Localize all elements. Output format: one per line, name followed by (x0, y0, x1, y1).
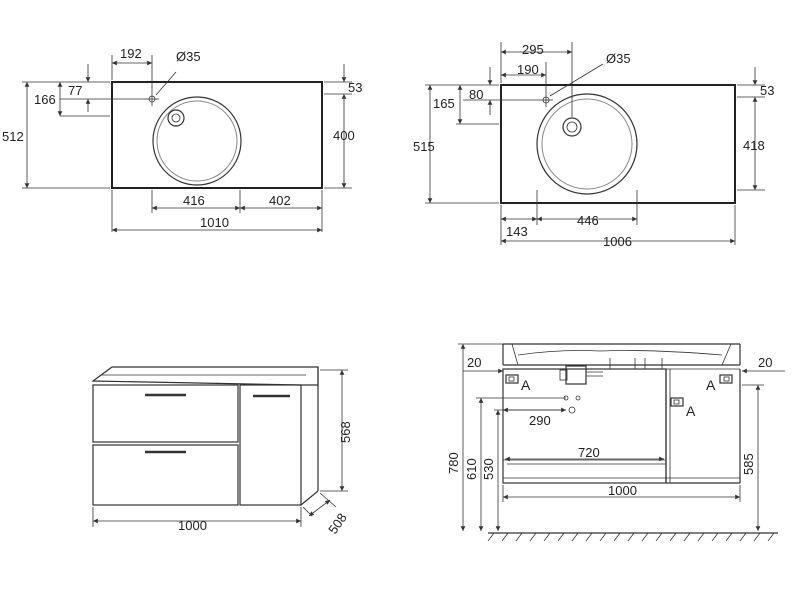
dim-left-400: 400 (333, 128, 355, 143)
dim-right-295: 295 (522, 42, 544, 57)
dim-inst-720: 720 (578, 445, 600, 460)
left-hole-leader (155, 71, 177, 96)
right-tap-hole-icon (539, 93, 553, 107)
cabinet-drawer-top (92, 384, 239, 443)
dim-right-143: 143 (506, 224, 528, 239)
dim-right-515: 515 (413, 139, 435, 154)
dim-right-80: 80 (469, 87, 483, 102)
dim-left-1010: 1010 (200, 215, 229, 230)
marker-a-left: A (521, 377, 531, 393)
dim-left-512: 512 (2, 129, 24, 144)
drain-pipe (568, 406, 576, 414)
dim-left-166: 166 (34, 92, 56, 107)
bracket-mid-icon (670, 397, 684, 407)
right-hole-leader (549, 63, 604, 97)
dim-left-77: 77 (68, 83, 82, 98)
marker-a-right: A (706, 377, 716, 393)
cabinet-door (239, 384, 302, 506)
dim-left-192: 192 (120, 46, 142, 61)
dim-right-hole: Ø35 (606, 51, 631, 66)
dim-right-418: 418 (743, 138, 765, 153)
dim-cabinet-1000: 1000 (178, 518, 207, 533)
cabinet-view: 568 1000 508 (91, 366, 353, 537)
dim-inst-610: 610 (464, 458, 479, 480)
dim-left-416: 416 (183, 193, 205, 208)
left-basin-view: 192 Ø35 77 166 512 53 400 416 402 1010 (2, 46, 362, 233)
floor-hatch (487, 532, 775, 542)
installation-view: A A A 20 20 290 720 1000 (446, 343, 785, 542)
left-basin-bowl-inner (156, 100, 238, 182)
dim-right-53: 53 (760, 83, 774, 98)
siphon (565, 365, 587, 385)
dim-left-hole: Ø35 (176, 49, 201, 64)
pipe-right (575, 395, 581, 401)
dim-cabinet-508: 508 (325, 510, 350, 536)
dim-inst-1000: 1000 (608, 483, 637, 498)
right-basin-drain-inner (566, 121, 578, 133)
right-basin-view: 295 190 Ø35 80 165 515 53 418 446 143 10 (413, 42, 774, 249)
left-basin-drain (167, 109, 185, 127)
left-basin-bowl (152, 96, 242, 186)
dim-right-190: 190 (517, 62, 539, 77)
dim-left-402: 402 (269, 193, 291, 208)
dim-inst-290: 290 (529, 413, 551, 428)
dim-right-446: 446 (577, 213, 599, 228)
dim-inst-20-left: 20 (467, 355, 481, 370)
dim-inst-530: 530 (481, 458, 496, 480)
right-basin-drain (562, 117, 582, 137)
left-basin-outline (111, 81, 323, 189)
dim-inst-20-right: 20 (758, 355, 772, 370)
dim-inst-585: 585 (741, 453, 756, 475)
left-basin-drain-inner (171, 113, 181, 123)
right-basin-outline (500, 84, 736, 204)
marker-a-mid: A (686, 403, 696, 419)
bracket-right-icon (719, 374, 733, 384)
dim-right-1006: 1006 (603, 234, 632, 249)
left-tap-hole-icon (145, 92, 159, 106)
right-basin-bowl-inner (541, 98, 633, 190)
right-basin-bowl (536, 93, 638, 195)
bracket-left-icon (505, 374, 519, 384)
dim-left-53: 53 (348, 80, 362, 95)
cabinet-top-edge (91, 366, 319, 386)
cabinet-drawer-bottom (92, 444, 239, 506)
dim-cabinet-568: 568 (338, 421, 353, 443)
dim-inst-780: 780 (446, 452, 461, 474)
dim-right-165: 165 (433, 96, 455, 111)
